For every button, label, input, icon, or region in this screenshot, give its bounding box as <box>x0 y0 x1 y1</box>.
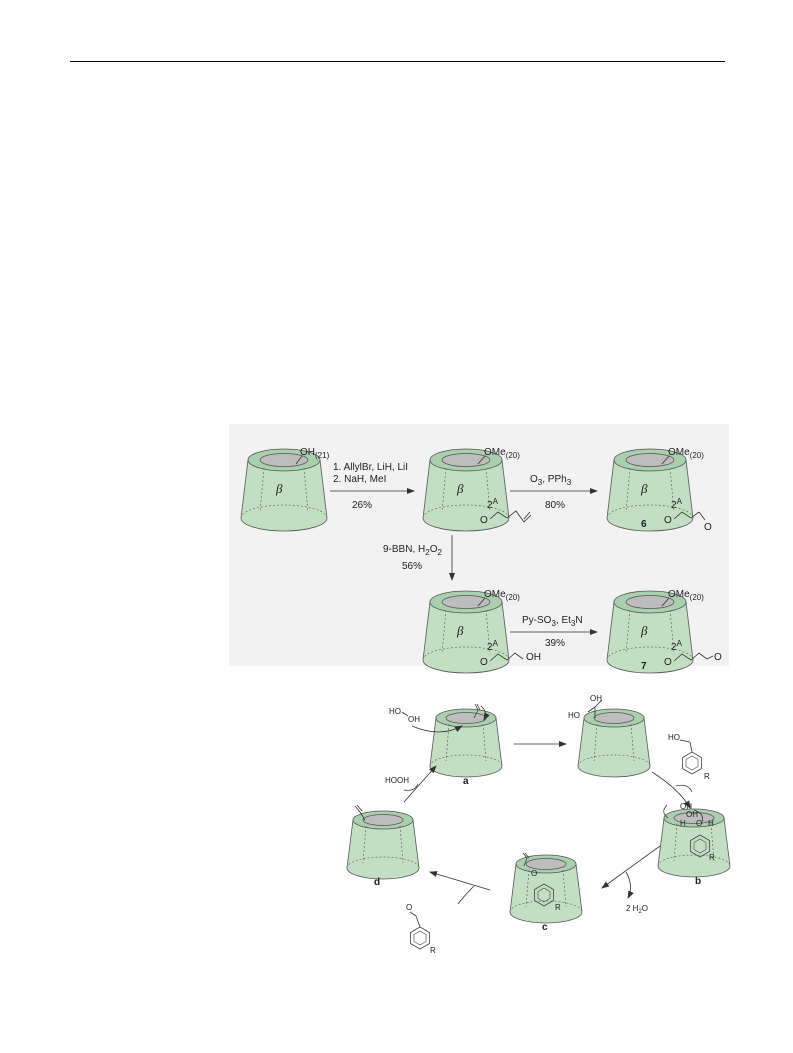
cyclodextrin-alcohol: β OMe(20) 2A O OH <box>422 589 541 674</box>
svg-text:O: O <box>704 522 712 533</box>
svg-text:O: O <box>480 515 488 526</box>
arrow-b-to-c <box>601 845 661 889</box>
step2-reagent: O3, PPh3 <box>530 474 572 487</box>
svg-text:OH: OH <box>408 715 420 724</box>
cycle-species-gem-diol: OH HO <box>568 694 651 778</box>
svg-text:2A: 2A <box>671 497 683 511</box>
benzyl-alcohol: HO R <box>668 733 710 781</box>
svg-text:β: β <box>456 481 464 496</box>
step4-reagent: Py-SO3, Et3N <box>522 615 583 628</box>
svg-text:c: c <box>542 922 548 933</box>
svg-text:O: O <box>696 819 702 828</box>
svg-text:O: O <box>664 515 672 526</box>
svg-text:2A: 2A <box>487 639 499 653</box>
svg-text:O: O <box>531 869 537 878</box>
water-product: 2 H2O <box>626 904 648 915</box>
svg-text:OMe(20): OMe(20) <box>484 589 520 602</box>
svg-text:OMe(20): OMe(20) <box>668 589 704 602</box>
step1-line2: 2. NaH, MeI <box>333 474 386 485</box>
step3-yield: 56% <box>402 561 422 572</box>
svg-text:R: R <box>430 946 436 955</box>
svg-text:β: β <box>640 481 648 496</box>
svg-text:O: O <box>664 657 672 668</box>
svg-text:O: O <box>714 652 722 663</box>
svg-text:OH: OH <box>590 694 602 703</box>
svg-text:O: O <box>480 657 488 668</box>
svg-text:b: b <box>695 876 701 887</box>
cyclodextrin-allyl: β OMe(20) 2A O <box>422 447 532 532</box>
svg-text:H: H <box>680 819 686 828</box>
svg-text:2A: 2A <box>487 497 499 511</box>
cycle-species-b: b R OH OH H O H <box>657 802 731 887</box>
svg-text:β: β <box>640 623 648 638</box>
step1-line1: 1. AllylBr, LiH, LiI <box>333 462 408 473</box>
svg-text:a: a <box>463 776 469 787</box>
svg-text:d: d <box>374 877 380 888</box>
compound-6-label: 6 <box>641 519 647 530</box>
svg-text:R: R <box>709 853 715 862</box>
svg-text:R: R <box>555 903 561 912</box>
svg-text:OMe(20): OMe(20) <box>668 447 704 460</box>
step1-yield: 26% <box>352 500 372 511</box>
benzaldehyde-product: O R <box>406 903 436 955</box>
svg-text:HO: HO <box>568 711 580 720</box>
svg-text:R: R <box>704 772 710 781</box>
cyclodextrin-aldehyde-6: β OMe(20) 2A 6 O O <box>606 447 712 533</box>
svg-text:β: β <box>275 481 283 496</box>
arrow-c-to-d <box>429 871 491 891</box>
svg-text:OH: OH <box>680 802 692 811</box>
arrow-d-to-a <box>403 765 437 803</box>
cyclodextrin-start: β OH(21) <box>240 447 330 532</box>
step3-reagent: 9-BBN, H2O2 <box>383 544 442 557</box>
cycle-species-d: d <box>346 804 420 888</box>
svg-text:H: H <box>708 819 714 828</box>
svg-text:O: O <box>406 903 412 912</box>
cycle-species-a: a HO OH <box>389 703 503 787</box>
svg-text:β: β <box>456 623 464 638</box>
start-oh-label: OH(21) <box>300 447 330 460</box>
hooh-reagent: HOOH <box>385 776 409 785</box>
cyclodextrin-aldehyde-7: β OMe(20) 2A 7 O O <box>606 589 722 674</box>
arrow-diol-to-b <box>651 771 691 809</box>
step4-yield: 39% <box>545 638 565 649</box>
step2-yield: 80% <box>545 500 565 511</box>
header-rule <box>70 61 725 62</box>
svg-text:OH: OH <box>686 810 698 819</box>
cycle-species-c: c R O <box>509 852 583 933</box>
svg-text:HO: HO <box>668 733 680 742</box>
svg-text:OMe(20): OMe(20) <box>484 447 520 460</box>
svg-text:2A: 2A <box>671 639 683 653</box>
svg-text:OH: OH <box>526 652 541 663</box>
svg-text:HO: HO <box>389 707 401 716</box>
compound-7-label: 7 <box>641 661 647 672</box>
